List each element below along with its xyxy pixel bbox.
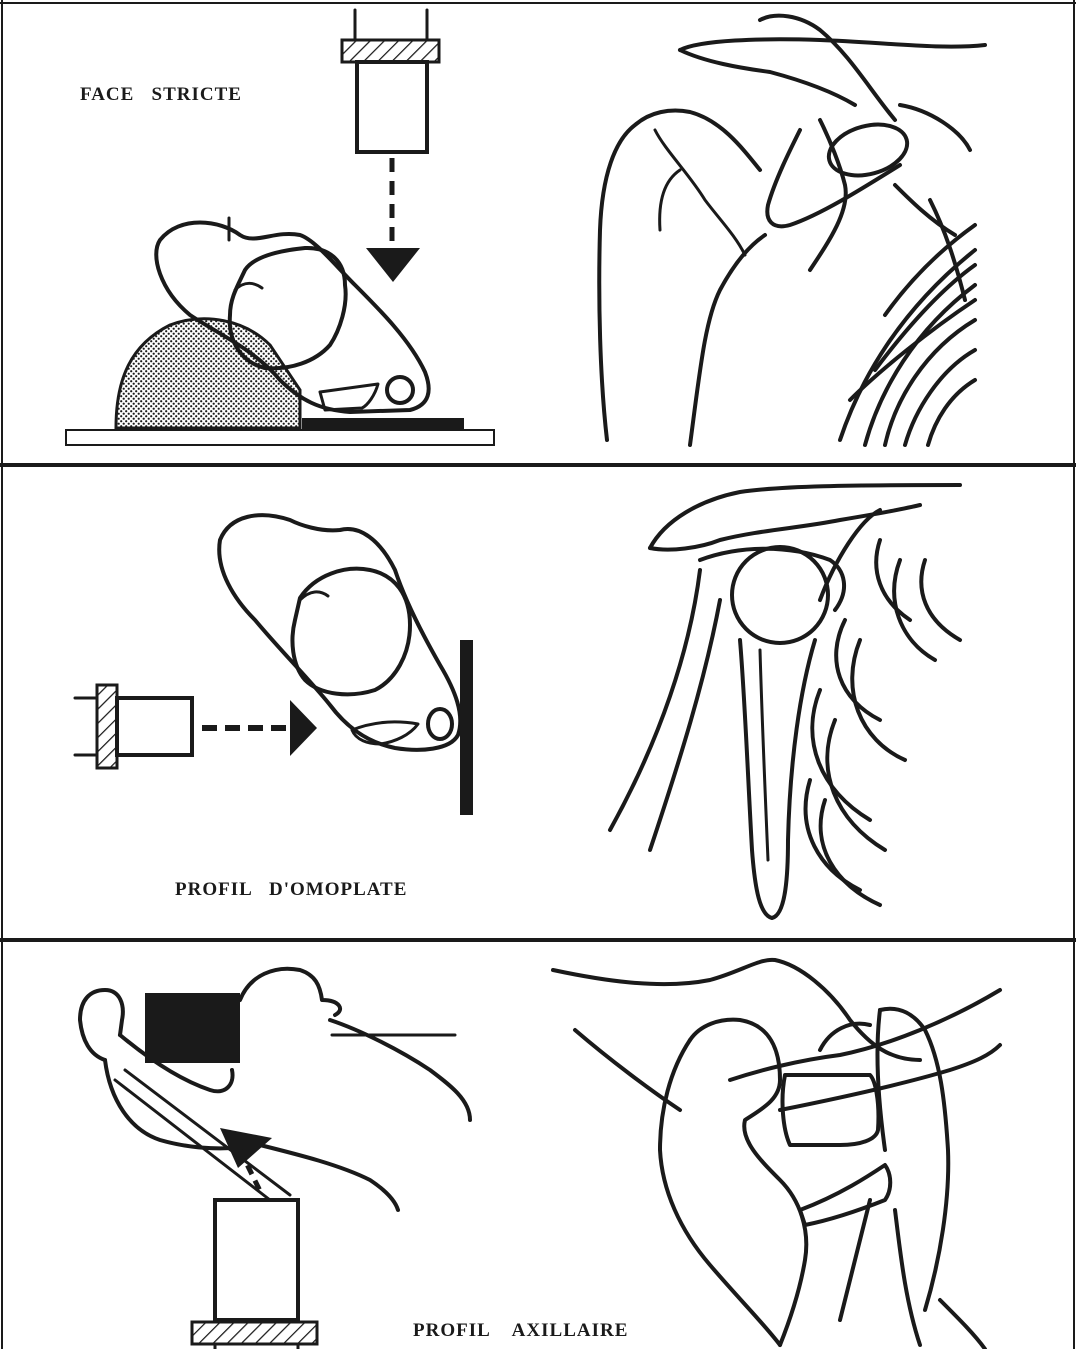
panel-2-positioning-sketch xyxy=(75,515,473,815)
clavicle-outline xyxy=(650,485,960,548)
panel-2-radiograph-sketch xyxy=(610,485,960,918)
xray-tube-icon xyxy=(192,1200,317,1349)
detector-plate xyxy=(302,418,464,430)
scapula-outline xyxy=(219,515,460,750)
acromion-lower xyxy=(680,50,855,105)
glenoid-rim xyxy=(800,1165,890,1225)
glenoid-fossa xyxy=(783,1075,879,1145)
exam-table xyxy=(66,430,494,445)
humerus-neck xyxy=(655,130,745,255)
coracoid-ellipse xyxy=(823,116,913,183)
humeral-head-circle xyxy=(732,547,828,643)
rib-line xyxy=(940,1300,985,1349)
panel-3-positioning-sketch xyxy=(80,969,470,1349)
humerus-shaft xyxy=(690,235,765,445)
humeral-head xyxy=(292,569,410,695)
humeral-head xyxy=(690,1020,806,1345)
spine-of-scapula xyxy=(895,185,955,235)
detector-plate xyxy=(460,640,473,815)
glenoid xyxy=(320,384,378,410)
clavicle-curve xyxy=(553,960,920,1060)
panel-2-title: PROFIL D'OMOPLATE xyxy=(175,879,407,901)
xray-tube-icon xyxy=(75,685,192,768)
scapula-lower-line xyxy=(840,1200,870,1320)
panel-3-radiograph-sketch xyxy=(553,960,1000,1349)
panel-1-radiograph-sketch xyxy=(599,16,985,445)
xray-tube-icon xyxy=(342,10,439,152)
scapula-blade-inner xyxy=(760,650,768,860)
scapula-lower-line-2 xyxy=(895,1210,920,1345)
humerus-detail xyxy=(660,170,680,230)
scapula-blade xyxy=(740,640,815,918)
panel-3-title: PROFIL AXILLAIRE xyxy=(413,1320,628,1342)
humerus-outline xyxy=(599,111,760,440)
scapula-neck xyxy=(810,120,846,270)
humerus-line-1 xyxy=(610,570,700,830)
panel-1-positioning-sketch xyxy=(66,10,494,445)
humerus-shaft xyxy=(660,1040,780,1345)
beam-arrow-right-icon xyxy=(202,700,317,756)
patient-arm xyxy=(80,990,123,1060)
coracoid-ring xyxy=(428,709,452,739)
clavicle-end xyxy=(900,105,970,150)
beam-arrow-down-icon xyxy=(366,158,420,282)
coracoid-ring xyxy=(387,377,413,403)
patient-head xyxy=(240,969,340,1015)
detector-plate xyxy=(145,993,240,1063)
acromion-upper xyxy=(760,16,895,120)
panel-1-title: FACE STRICTE xyxy=(80,84,242,106)
